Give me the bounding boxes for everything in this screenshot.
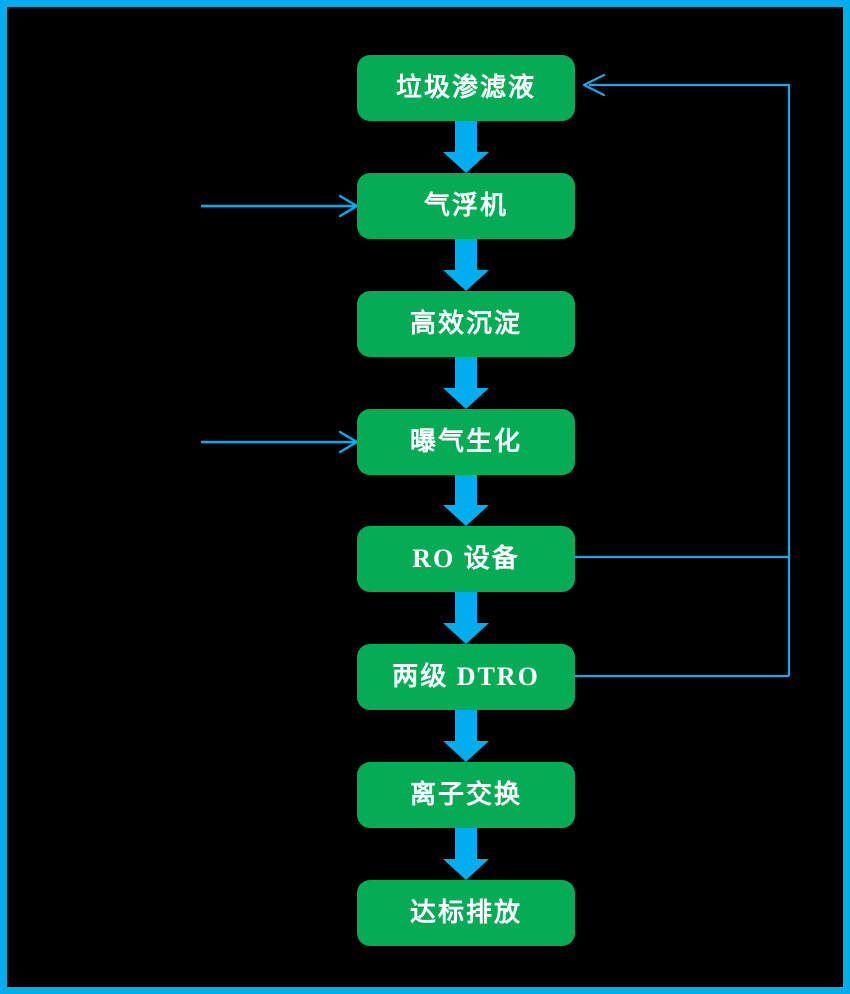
node-aeration-label: 曝气生化: [409, 427, 522, 456]
arrow-settling-to-aeration: [443, 357, 489, 409]
arrow-flotation-to-settling: [443, 239, 489, 291]
arrow-dtro-to-ionex: [443, 710, 489, 762]
arrow-ionex-to-discharge: [443, 828, 489, 880]
node-leachate[interactable]: 垃圾渗滤液: [357, 55, 575, 121]
node-dtro[interactable]: 两级 DTRO: [357, 644, 575, 710]
recycle-line-group: [574, 73, 791, 678]
node-aeration[interactable]: 曝气生化: [357, 409, 575, 475]
arrow-leachate-to-flotation: [443, 121, 489, 173]
arrow-ro-to-dtro: [443, 592, 489, 644]
down-arrow-group: [443, 121, 489, 880]
node-ro-label: RO 设备: [412, 544, 520, 573]
input-arrow-flotation: [201, 194, 359, 218]
node-flotation[interactable]: 气浮机: [357, 173, 575, 239]
recycle-bus-vertical: [589, 83, 791, 676]
node-dtro-label: 两级 DTRO: [392, 662, 540, 691]
node-leachate-label: 垃圾渗滤液: [395, 73, 536, 102]
node-discharge-label: 达标排放: [409, 898, 522, 927]
flow-connectors-layer: [201, 73, 791, 880]
input-arrow-aeration: [201, 430, 359, 454]
node-flotation-label: 气浮机: [423, 191, 508, 220]
node-ion-exchange-label: 离子交换: [409, 780, 522, 809]
node-discharge[interactable]: 达标排放: [357, 880, 575, 946]
input-arrow-group: [201, 194, 359, 454]
node-settling[interactable]: 高效沉淀: [357, 291, 575, 357]
node-ion-exchange[interactable]: 离子交换: [357, 762, 575, 828]
recycle-arrowhead-icon: [582, 73, 606, 97]
node-ro[interactable]: RO 设备: [357, 526, 575, 592]
arrow-aeration-to-ro: [443, 475, 489, 526]
node-settling-label: 高效沉淀: [409, 309, 522, 338]
